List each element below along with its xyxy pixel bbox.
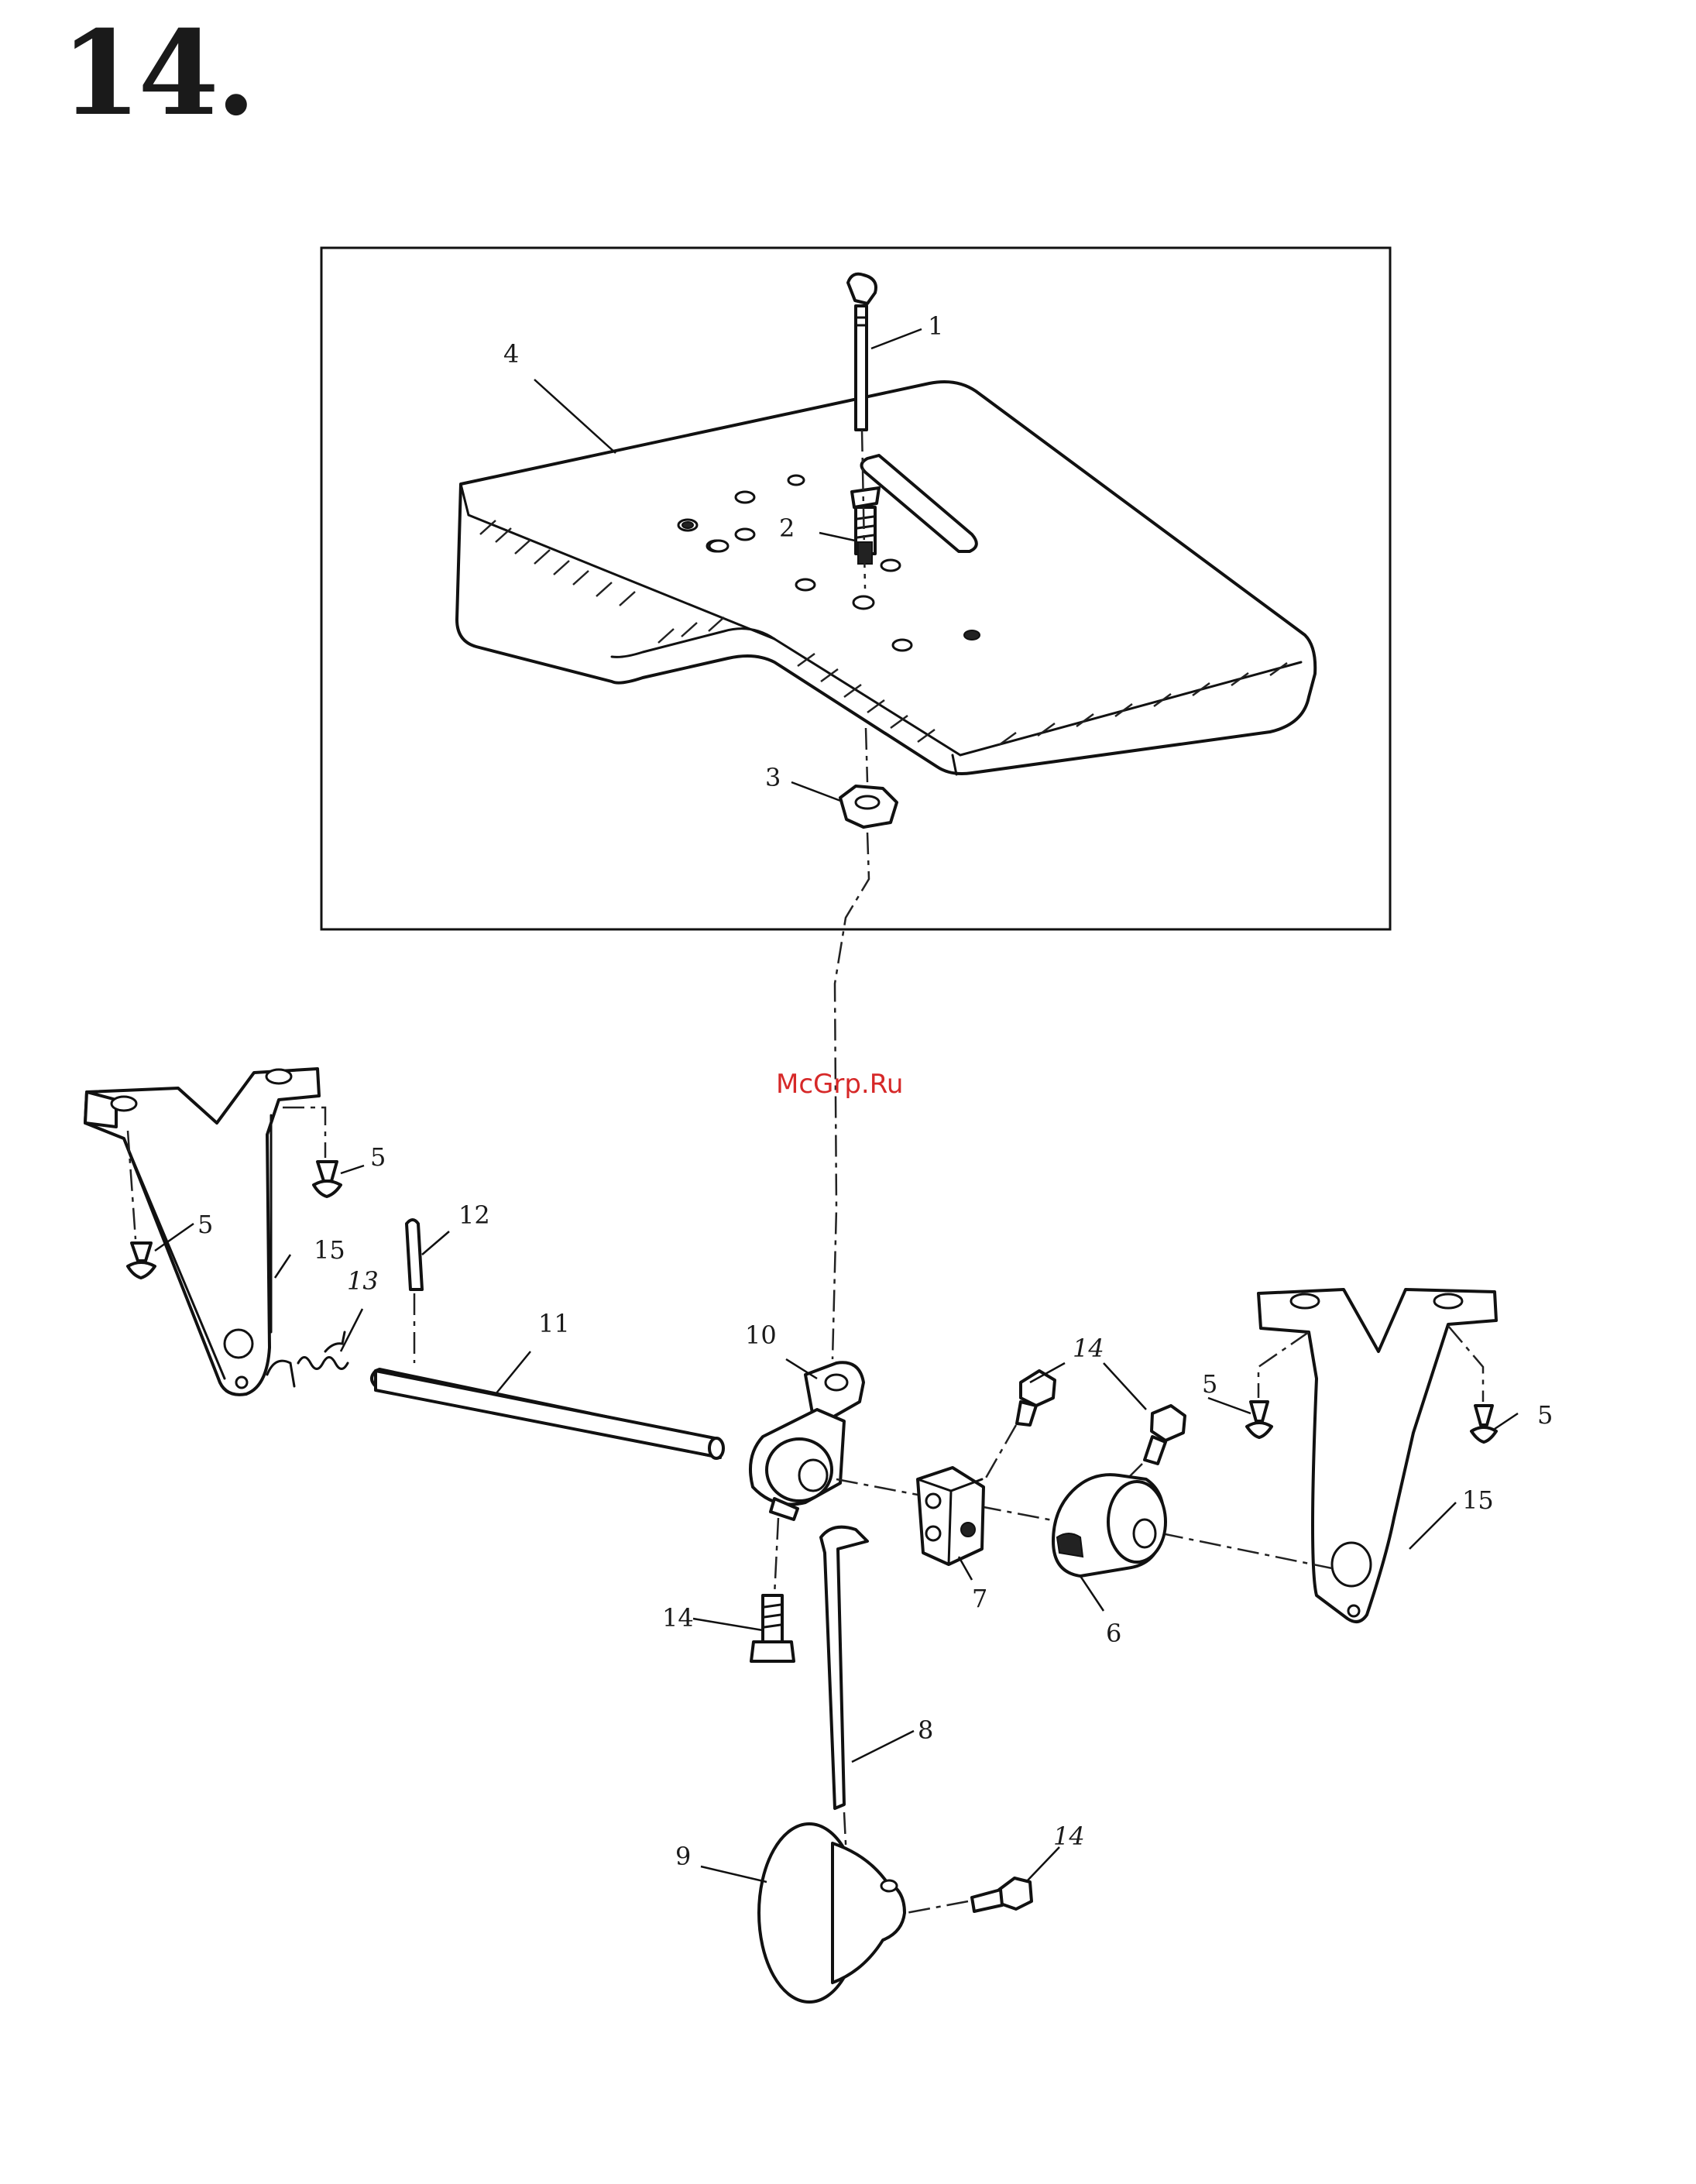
part-14-screw-knob <box>972 1878 1032 1911</box>
label-part-5-upper-left: 5 <box>370 1142 386 1172</box>
watermark: McGrp.Ru <box>776 1069 903 1100</box>
part-2-stud <box>852 488 879 564</box>
label-part-14-upper: 14 <box>1073 1334 1104 1363</box>
part-12-pin <box>407 1220 422 1289</box>
label-part-10: 10 <box>745 1320 777 1350</box>
part-5-screw-right-a <box>1247 1402 1272 1437</box>
part-5-screw-lower-left <box>128 1243 155 1278</box>
label-part-2: 2 <box>779 513 795 543</box>
label-part-3: 3 <box>765 763 781 792</box>
part-5-screw-upper-left <box>314 1162 341 1197</box>
label-part-7: 7 <box>972 1584 987 1613</box>
label-part-13: 13 <box>347 1266 379 1296</box>
label-part-14-knob: 14 <box>1053 1822 1085 1851</box>
part-10-collar-arm <box>750 1362 863 1520</box>
label-part-1: 1 <box>928 311 943 341</box>
part-8-l-rod <box>821 1527 867 1808</box>
collar-screw-guide <box>774 1518 778 1595</box>
label-part-8: 8 <box>918 1715 933 1745</box>
part-7-block <box>918 1468 984 1564</box>
label-part-5-right-a: 5 <box>1202 1369 1217 1399</box>
label-part-5-lower-left: 5 <box>197 1210 213 1239</box>
page-title: 14. <box>60 15 253 132</box>
label-part-15-left: 15 <box>314 1235 345 1265</box>
label-part-4: 4 <box>503 339 519 369</box>
part-9-knob <box>759 1824 905 2002</box>
part-5-screw-right-b <box>1471 1406 1496 1442</box>
part-4-table <box>457 382 1315 774</box>
part-11-shaft <box>372 1369 723 1458</box>
label-part-6: 6 <box>1106 1619 1121 1648</box>
label-part-9: 9 <box>675 1842 691 1871</box>
label-part-5-right-b: 5 <box>1537 1400 1553 1430</box>
part-3-nut <box>840 786 897 827</box>
part-13-spring <box>267 1332 348 1386</box>
label-part-11: 11 <box>538 1309 570 1338</box>
part-6-collar <box>1053 1475 1166 1576</box>
label-part-15-right: 15 <box>1462 1485 1494 1515</box>
label-part-12: 12 <box>458 1200 490 1230</box>
part-14-screw-collar <box>751 1595 794 1661</box>
label-part-14-collar: 14 <box>662 1603 694 1633</box>
part-14-screw-collar-right <box>1145 1406 1185 1464</box>
